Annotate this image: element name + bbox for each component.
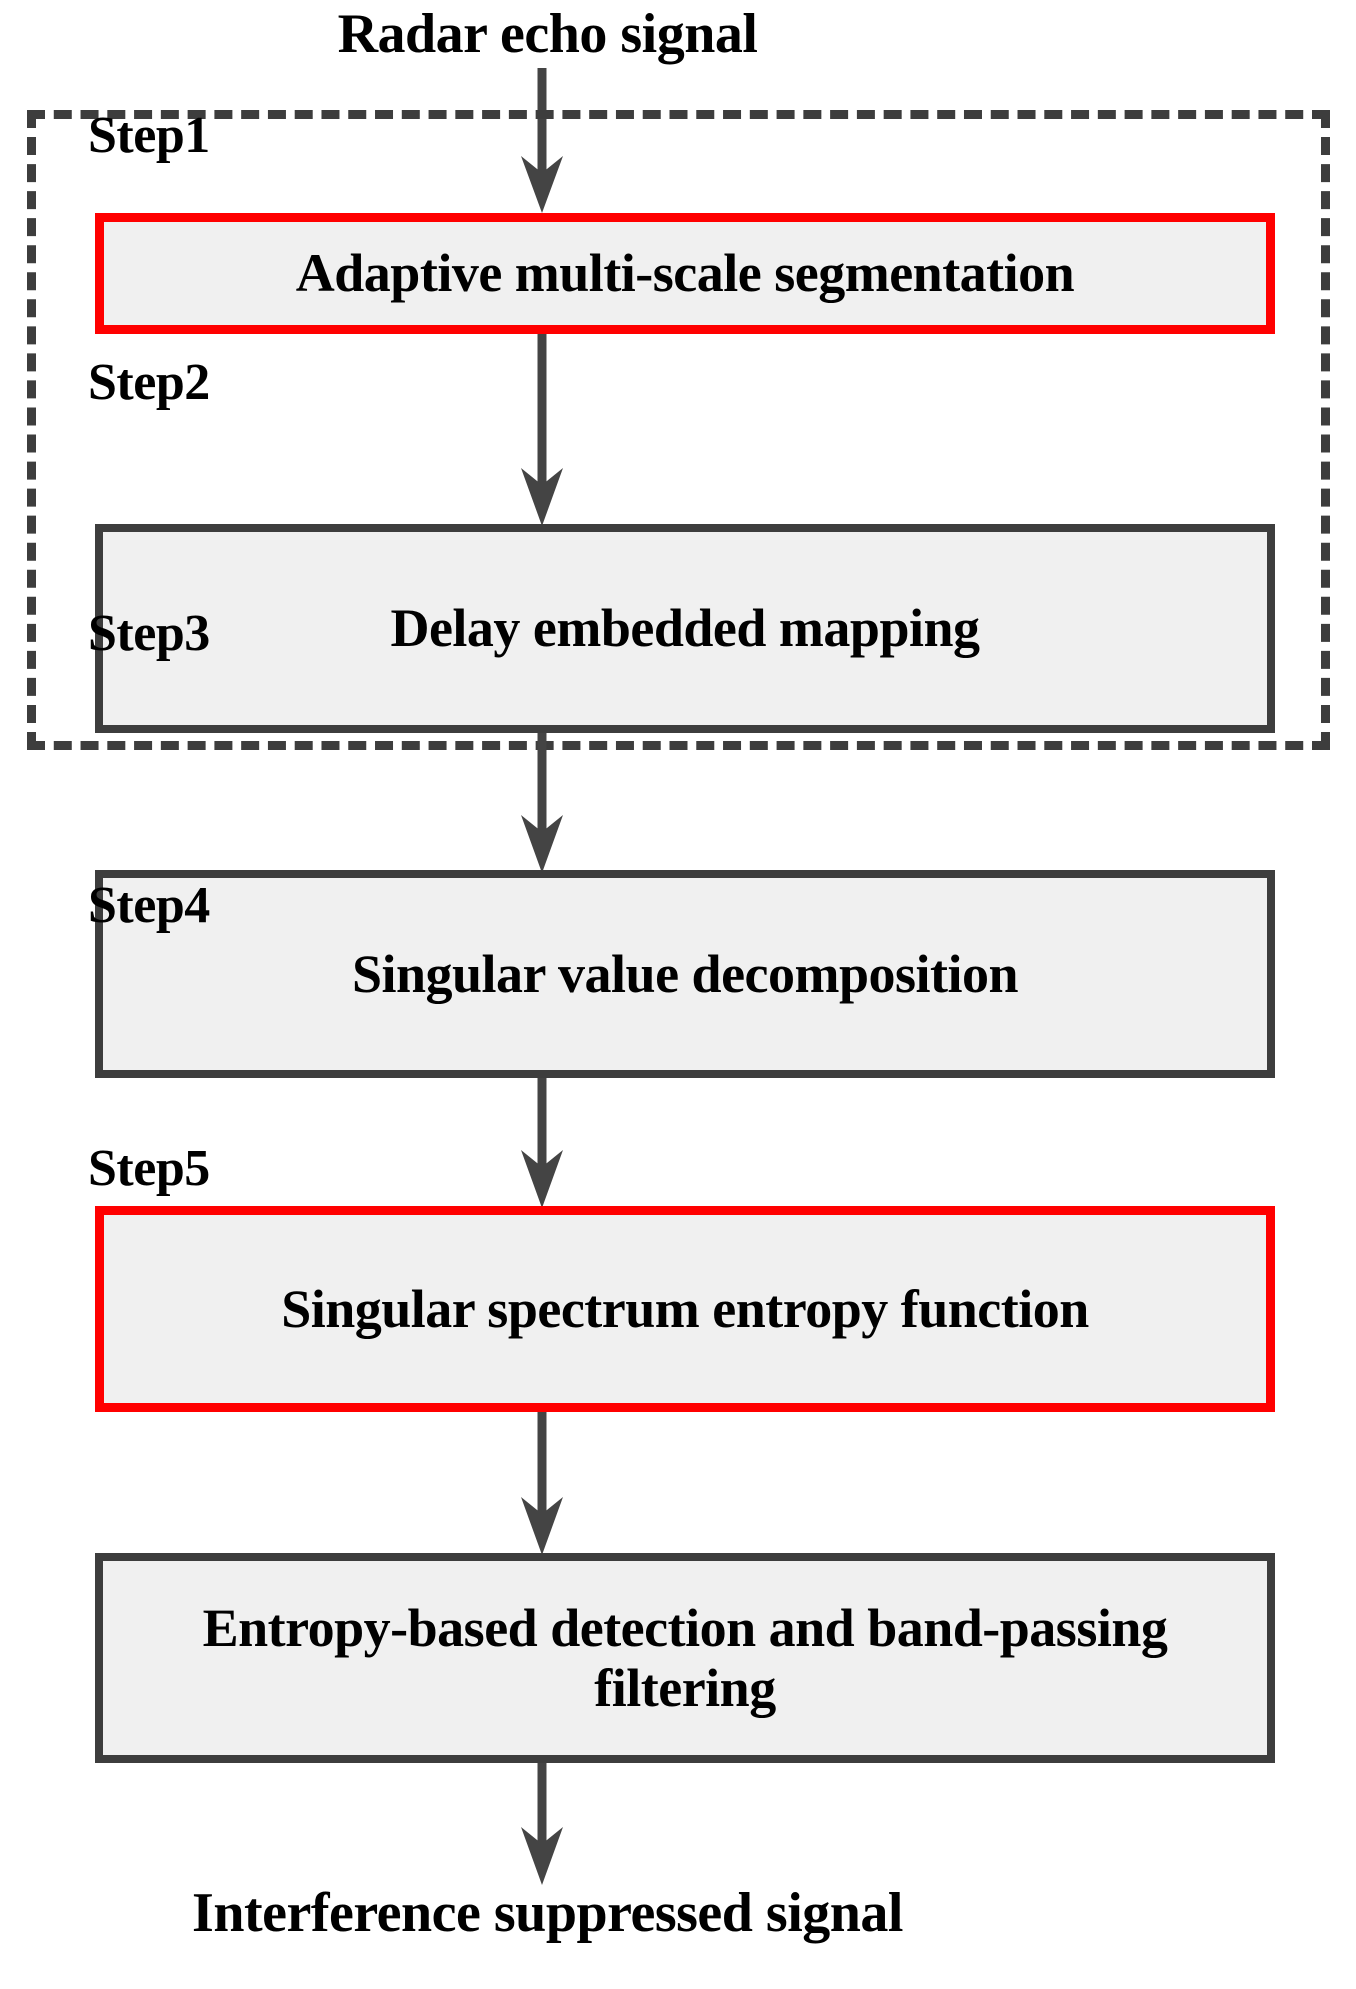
process-box-step4[interactable]: Singular spectrum entropy function [95, 1206, 1275, 1412]
arrow-input-to-step1 [520, 68, 564, 213]
process-box-step1-text: Adaptive multi-scale segmentation [295, 243, 1075, 304]
arrow-step5-to-output [520, 1763, 564, 1885]
arrow-step1-to-step2 [520, 334, 564, 526]
step-label-3: Step3 [88, 605, 210, 662]
process-box-step3-text: Singular value decomposition [351, 943, 1019, 1004]
process-box-step1[interactable]: Adaptive multi-scale segmentation [95, 213, 1275, 334]
process-box-step4-text: Singular spectrum entropy function [281, 1278, 1089, 1339]
process-box-step2-text: Delay embedded mapping [390, 598, 980, 659]
step-label-5: Step5 [88, 1140, 210, 1197]
output-signal-label: Interference suppressed signal [192, 1882, 903, 1944]
step-label-4: Step4 [88, 877, 210, 934]
process-box-step3[interactable]: Singular value decomposition [95, 870, 1275, 1078]
step-label-2: Step2 [88, 354, 210, 411]
input-signal-label: Radar echo signal [337, 3, 758, 65]
step-label-1: Step1 [88, 107, 210, 164]
arrow-step4-to-step5 [520, 1412, 564, 1555]
process-box-step5[interactable]: Entropy-based detection and band-passing… [95, 1553, 1275, 1763]
arrow-step2-to-step3 [520, 733, 564, 873]
process-box-step2[interactable]: Delay embedded mapping [95, 524, 1275, 733]
arrow-step3-to-step4 [520, 1078, 564, 1208]
process-box-step5-text: Entropy-based detection and band-passing… [202, 1597, 1168, 1718]
dashed-group-step1-step2 [27, 110, 1330, 750]
